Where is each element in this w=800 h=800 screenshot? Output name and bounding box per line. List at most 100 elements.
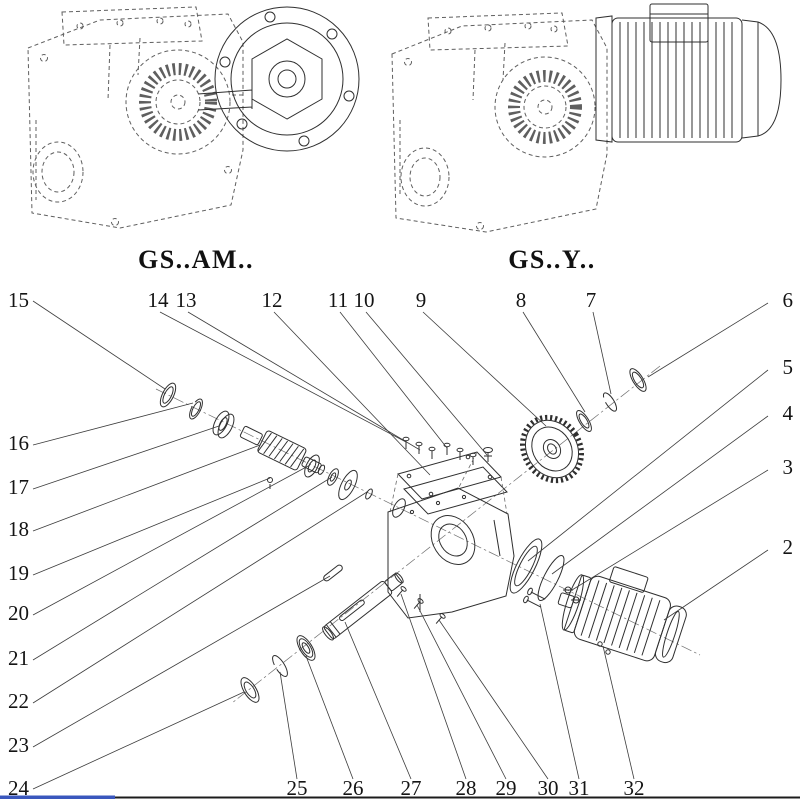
callout-number-18: 18 [8,517,29,541]
leader-line-22 [32,491,368,704]
callout-number-20: 20 [8,601,29,625]
leader-line-29 [416,604,507,780]
part-output-shaft [322,572,404,641]
callout-number-22: 22 [8,689,29,713]
callout-number-19: 19 [8,561,29,585]
projection-lines [389,451,508,515]
gearbox-variant-y-drawing [391,12,608,233]
footer-blue-segment [0,795,115,799]
callout-number-9: 9 [416,288,427,312]
callout-number-23: 23 [8,733,29,757]
part-o-ring [365,488,373,500]
leader-line-5 [527,369,769,562]
leader-line-12 [273,311,431,476]
part-screw-a [396,586,407,597]
leader-line-8 [522,311,586,413]
leader-line-11 [339,311,448,449]
leader-line-20 [32,464,311,616]
y-input-spline-icon [508,70,582,144]
callout-number-27: 27 [401,776,422,800]
callout-number-6: 6 [783,288,794,312]
output-axis-line [231,365,661,704]
callout-number-13: 13 [176,288,197,312]
callout-number-21: 21 [8,646,29,670]
center-axis-lines [155,365,701,704]
leader-line-23 [32,575,331,748]
part-bearing-input-front [212,410,235,439]
leader-line-21 [32,476,333,661]
part-gear-housing [387,487,515,619]
part-motor-flange-cover [509,538,543,594]
callout-number-17: 17 [8,475,29,499]
leader-line-2 [663,549,769,621]
callout-number-14: 14 [148,288,170,312]
callout-number-2: 2 [783,535,794,559]
part-circlip [602,392,618,412]
callout-number-5: 5 [783,355,794,379]
part-bearing-output [296,635,316,661]
exploded-assembly [159,368,687,703]
leader-line-15 [32,300,166,390]
part-flat-washer-large [338,469,358,501]
callout-number-31: 31 [569,776,590,800]
leader-line-26 [305,655,354,780]
part-retaining-ring [629,368,647,392]
leader-line-3 [571,469,769,591]
leader-line-7 [592,311,612,395]
callout-number-8: 8 [516,288,527,312]
callout-number-16: 16 [8,431,29,455]
part-bearing-input-rear [304,454,320,478]
part-studs [523,587,546,608]
leader-line-18 [32,444,261,532]
callout-number-26: 26 [343,776,364,800]
callout-number-30: 30 [538,776,559,800]
callout-number-12: 12 [262,288,283,312]
footer-edge [0,795,800,799]
leader-line-28 [400,593,467,780]
footer-dark-line [115,796,800,799]
callout-number-29: 29 [496,776,517,800]
part-shaft-key [323,564,343,582]
part-snap-ring-input [189,398,203,420]
callout-number-3: 3 [783,455,794,479]
callout-number-28: 28 [456,776,477,800]
part-oil-seal-input [159,382,177,408]
part-oil-seal-output [240,677,260,703]
part-cover-screws [402,436,477,465]
callout-number-7: 7 [586,288,597,312]
input-axis-line [155,388,701,656]
callout-number-4: 4 [783,401,794,425]
am-input-spline-icon [139,63,217,141]
callout-number-15: 15 [8,288,29,312]
leader-line-25 [279,671,298,780]
part-spacer-ring [576,410,592,432]
part-flange-gasket [537,554,565,602]
gearbox-variant-am-flange [197,6,360,152]
leader-line-13 [187,311,421,451]
variant-label-y: GS..Y.. [508,245,596,274]
part-motor-bolts [597,641,611,655]
leader-line-14 [159,311,407,443]
part-cover-gasket [403,466,508,515]
leader-line-6 [647,302,769,378]
leader-line-9 [422,311,547,427]
callout-number-25: 25 [287,776,308,800]
gearbox-variant-am-drawing [27,6,244,229]
leader-line-24 [32,691,245,790]
part-snap-ring-output [272,655,288,677]
callout-number-10: 10 [354,288,375,312]
callout-number-11: 11 [328,288,348,312]
part-worm-gear [520,414,584,484]
part-washer [327,468,339,486]
leader-line-27 [344,621,412,780]
gearbox-variant-y-motor [595,3,782,143]
callout-number-24: 24 [8,776,30,800]
leader-line-4 [551,415,769,575]
part-vent-plug [483,447,493,462]
leader-line-31 [539,603,580,780]
callout-number-32: 32 [624,776,645,800]
variant-label-am: GS..AM.. [138,245,254,274]
